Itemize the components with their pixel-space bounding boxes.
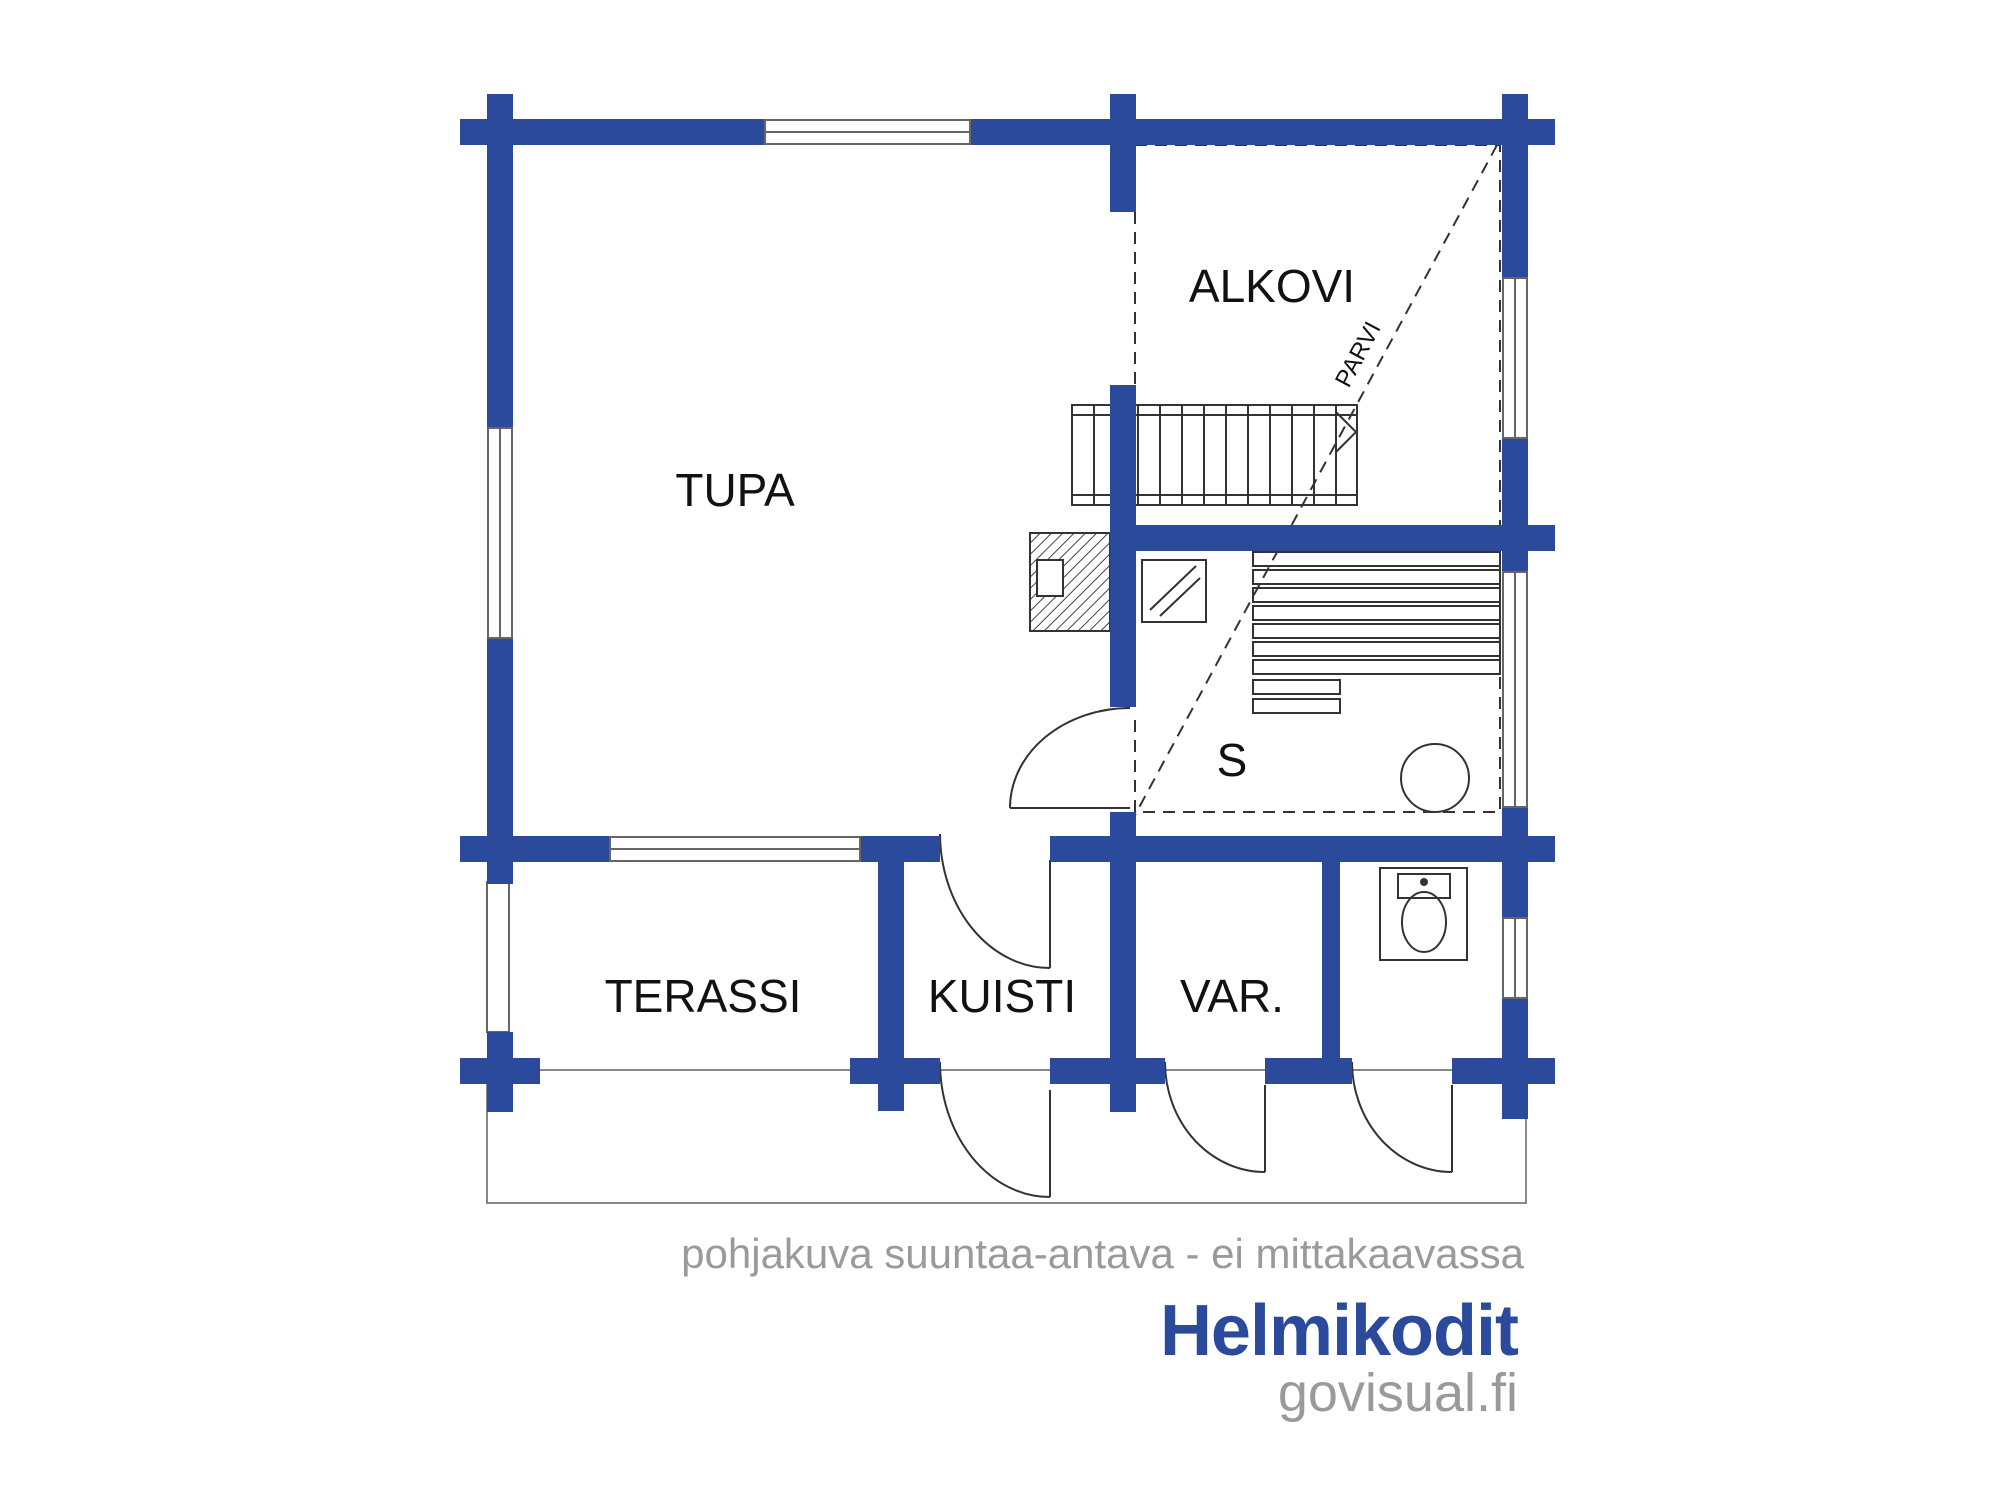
alcove-outline	[1134, 144, 1501, 525]
sauna-benches	[1252, 551, 1501, 714]
toilet-icon	[1379, 867, 1468, 961]
room-label-sauna: S	[1217, 734, 1248, 786]
wash-tub-icon	[1400, 743, 1470, 813]
door-swings	[939, 707, 1453, 1198]
disclaimer-text: pohjakuva suuntaa-antava - ei mittakaava…	[681, 1230, 1524, 1277]
room-label-parvi: PARVI	[1330, 317, 1387, 391]
room-label-kuisti: KUISTI	[928, 970, 1076, 1022]
room-label-tupa: TUPA	[675, 464, 795, 516]
room-label-alkovi: ALKOVI	[1189, 260, 1355, 312]
sauna-heater-icon	[1141, 559, 1207, 623]
site-url: govisual.fi	[1277, 1363, 1518, 1423]
terrace-outline	[486, 1069, 1527, 1204]
loft-boundary-diagonal	[1134, 144, 1498, 816]
stairs	[1071, 404, 1358, 506]
terrace-post	[486, 881, 510, 1033]
sauna-outline	[1134, 555, 1501, 813]
room-label-var: VAR.	[1180, 970, 1284, 1022]
windows	[487, 119, 1528, 999]
brand-logo: Helmikodit	[1159, 1291, 1519, 1371]
fireplace-icon	[1029, 532, 1111, 632]
room-label-terassi: TERASSI	[605, 970, 802, 1022]
